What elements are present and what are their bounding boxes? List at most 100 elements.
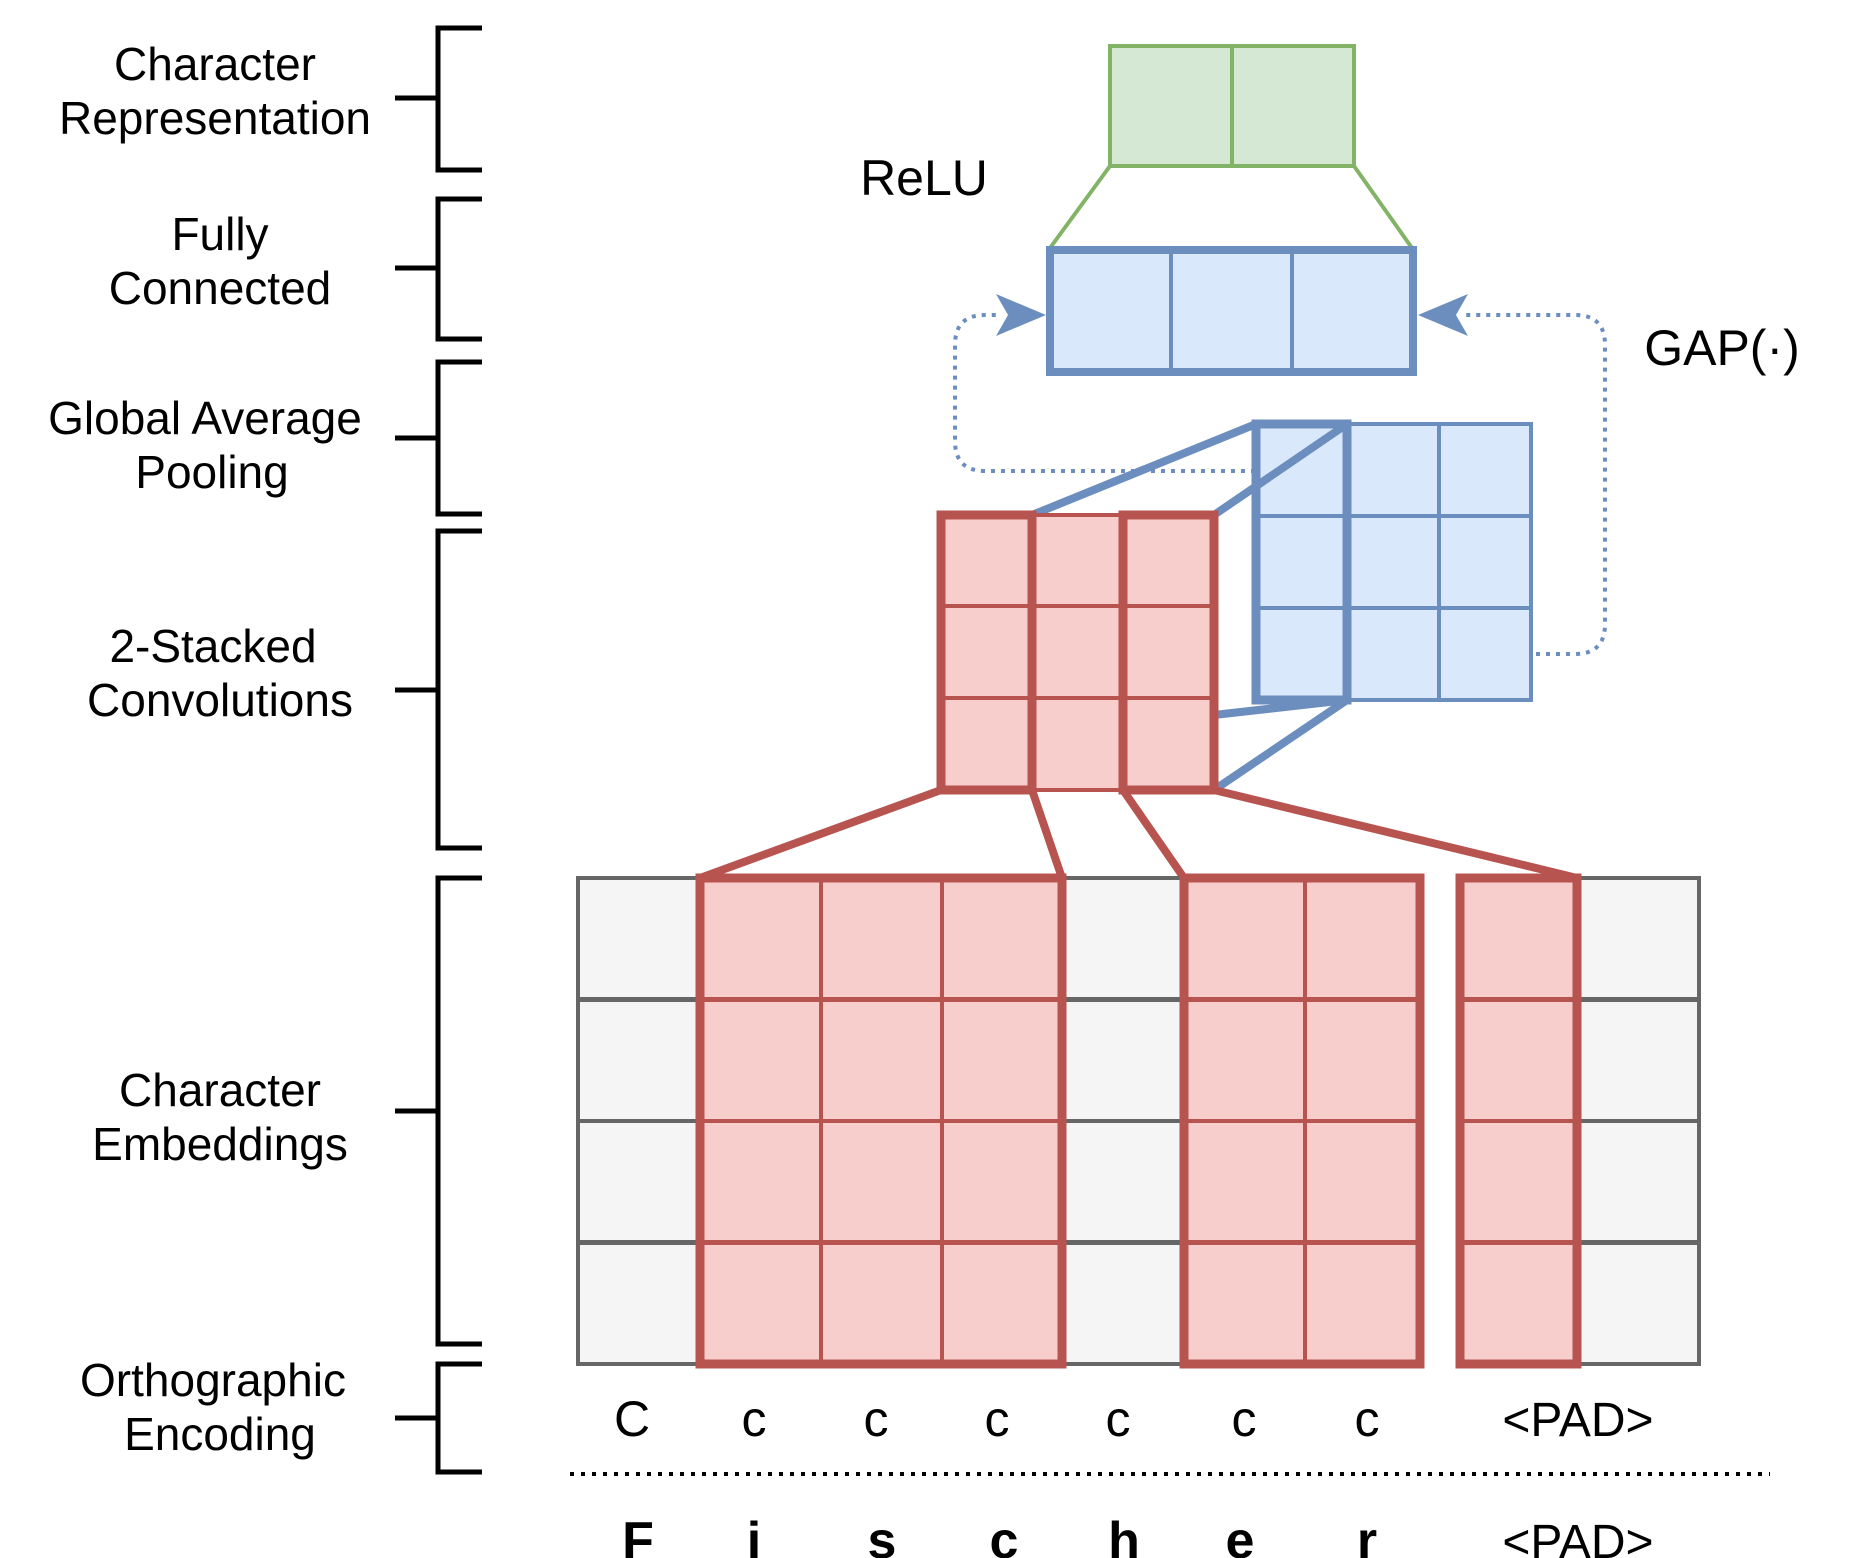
word-char: i (747, 1512, 761, 1558)
input-word-row: F i s c h e r <PAD> (622, 1512, 1653, 1558)
word-char: r (1357, 1512, 1377, 1558)
ortho-char: c (1232, 1391, 1257, 1447)
bracket-gap (395, 359, 482, 517)
conv2-projection-line (1030, 420, 1258, 519)
ortho-char: C (614, 1391, 650, 1447)
embedding-cell-selected (940, 1241, 1064, 1366)
ortho-char: c (864, 1391, 889, 1447)
embedding-cell (1575, 1119, 1701, 1244)
embedding-cell (1060, 998, 1186, 1123)
bracket-emb (395, 875, 482, 1347)
label-gap-2: Pooling (135, 446, 288, 498)
conv2-cell (1254, 606, 1349, 702)
conv1-cell (1121, 513, 1216, 608)
embedding-cell-selected (1182, 1241, 1307, 1366)
label-emb-1: Character (119, 1064, 321, 1116)
char-rep-cell-1 (1108, 44, 1234, 168)
gap-arrows (953, 294, 1607, 656)
embedding-cell (576, 876, 702, 1001)
embedding-cell-selected (819, 1241, 944, 1366)
conv2-projection-line (1211, 420, 1350, 519)
gap-arrowhead-left (996, 294, 1046, 336)
embedding-cell (1575, 998, 1701, 1123)
embedding-cell-selected (1458, 1119, 1579, 1244)
embedding-cell-selected (698, 1119, 823, 1244)
embedding-cell-selected (698, 876, 823, 1001)
conv2-cell (1345, 422, 1441, 518)
label-emb-2: Embeddings (92, 1118, 348, 1170)
embedding-cell-selected (1458, 998, 1579, 1123)
conv2-cell (1437, 514, 1533, 610)
word-char-pad: <PAD> (1502, 1516, 1653, 1558)
word-char: s (868, 1512, 897, 1558)
bracket-conv (395, 528, 482, 851)
conv1-kernel-column (936, 510, 1037, 795)
conv2-cell (1345, 514, 1441, 610)
gap-arrowhead-right (1418, 294, 1468, 336)
conv2-cell (1345, 606, 1441, 702)
ortho-char: c (1355, 1391, 1380, 1447)
conv1-cell (939, 604, 1034, 700)
label-gap-1: Global Average (48, 392, 362, 444)
kernel-window-1 (1455, 873, 1582, 1369)
conv1-cell (939, 696, 1034, 792)
conv1-cell (939, 513, 1034, 608)
embedding-cell-selected (819, 998, 944, 1123)
embedding-cell-selected (1303, 1119, 1422, 1244)
embedding-cell-selected (940, 998, 1064, 1123)
embedding-cell (1060, 1119, 1186, 1244)
conv1-feature-map (936, 510, 1219, 795)
conv2-projection (1030, 420, 1350, 794)
conv1-cell (1121, 604, 1216, 700)
embedding-cell-selected (940, 876, 1064, 1001)
embedding-cell-selected (1303, 998, 1422, 1123)
embedding-cell-selected (1458, 1241, 1579, 1366)
label-conv-1: 2-Stacked (109, 620, 316, 672)
embedding-cell-selected (1303, 876, 1422, 1001)
word-char: h (1108, 1512, 1140, 1558)
label-conv-2: Convolutions (87, 674, 353, 726)
conv2-cell (1254, 514, 1349, 610)
fc-cell-2 (1169, 248, 1294, 374)
label-char-rep-2: Representation (59, 92, 371, 144)
embedding-cell (1575, 1241, 1701, 1366)
conv1-projection-line (1213, 786, 1578, 882)
conv1-projection-line (1028, 788, 1066, 880)
word-char: e (1226, 1512, 1255, 1558)
ortho-char: c (1106, 1391, 1131, 1447)
conv1-projection-line (1119, 787, 1188, 881)
conv1-cell (1030, 696, 1125, 792)
embedding-cell (1060, 876, 1186, 1001)
character-representation-block (1048, 44, 1414, 250)
relu-connector (1048, 164, 1414, 250)
character-embeddings-grid (576, 876, 1701, 1366)
fc-cell-1 (1048, 248, 1173, 374)
word-char: F (622, 1512, 654, 1558)
conv2-projection-line (1211, 696, 1350, 794)
layer-labels: Character Representation Fully Connected… (48, 38, 371, 1460)
ortho-char: c (985, 1391, 1010, 1447)
embedding-cell (576, 1241, 702, 1366)
conv2-projection-line (1213, 696, 1348, 719)
embedding-cell-selected (698, 1241, 823, 1366)
conv2-feature-map (1251, 419, 1533, 705)
embedding-cell (1575, 876, 1701, 1001)
embedding-cell-selected (1458, 876, 1579, 1001)
conv1-kernel-column (1118, 510, 1219, 795)
embedding-cell-selected (1182, 1119, 1307, 1244)
embedding-cell (576, 1119, 702, 1244)
conv2-kernel-column (1251, 419, 1352, 705)
conv1-projection (698, 786, 1578, 882)
bracket-ortho (395, 1361, 482, 1475)
kernel-window-2 (1179, 873, 1425, 1369)
fully-connected-block (1046, 246, 1417, 376)
conv1-cell (1030, 604, 1125, 700)
embedding-cell-selected (819, 1119, 944, 1244)
label-fc-2: Connected (109, 262, 332, 314)
gap-arrow-right (1256, 313, 1607, 656)
embedding-cell (1060, 1241, 1186, 1366)
embedding-cell-selected (1182, 876, 1307, 1001)
bracket-char-rep (395, 25, 482, 173)
orthographic-encoding-row: C c c c c c c <PAD> (614, 1391, 1654, 1447)
